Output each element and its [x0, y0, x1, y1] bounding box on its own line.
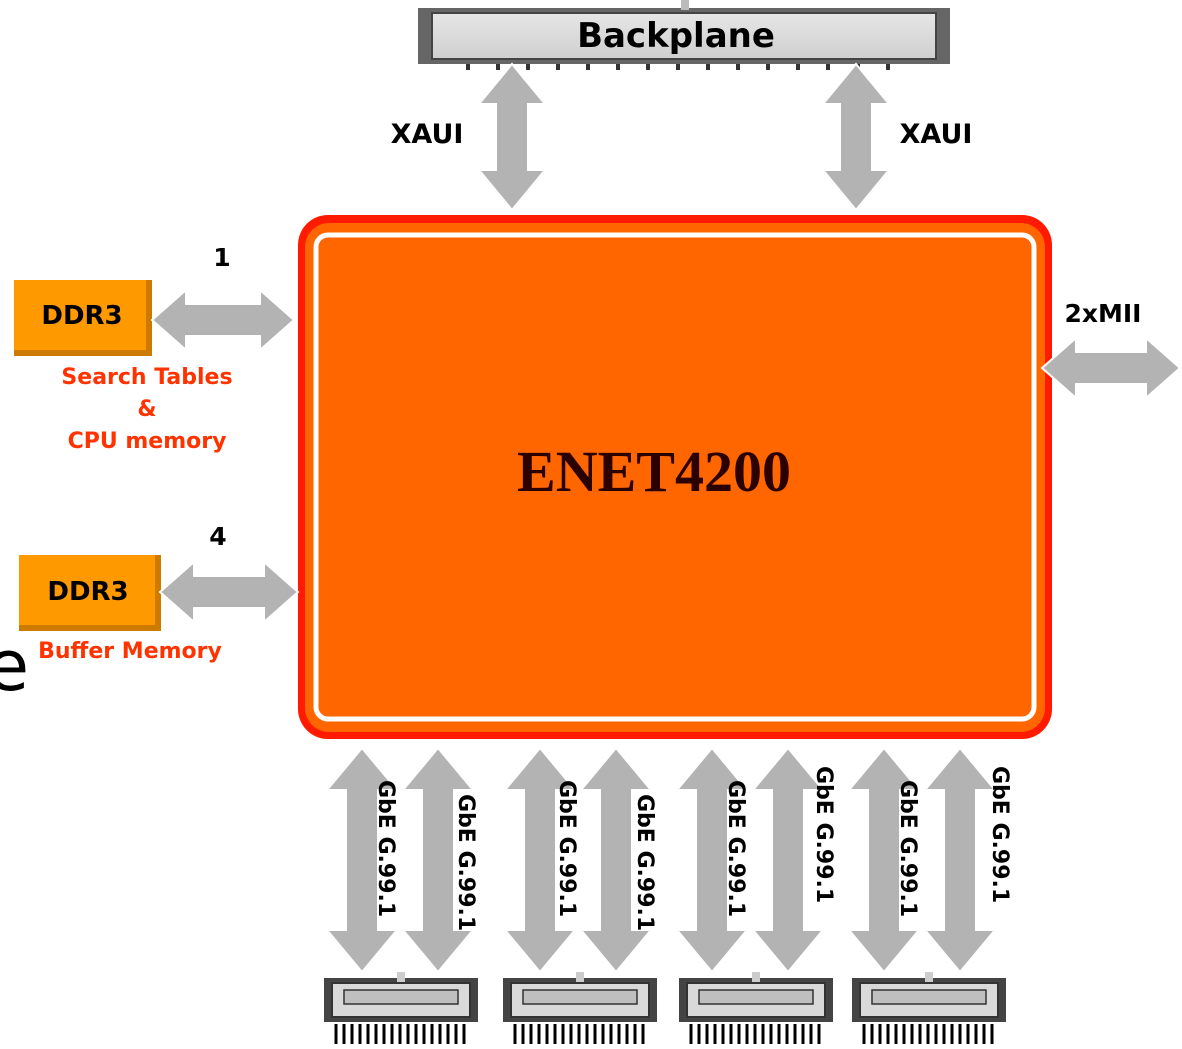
xaui-left-arrow: [476, 62, 548, 212]
gbe-arrow-4: [578, 746, 654, 974]
enet4200-chip: ENET4200: [298, 215, 1052, 739]
mii-label: 2xMII: [1064, 299, 1141, 328]
ddr3-buffer-label: DDR3: [47, 577, 128, 607]
gbe-label-7: GbE G.99.1: [895, 780, 920, 917]
gbe-connectors: [324, 972, 1006, 1044]
xaui-right-label: XAUI: [900, 119, 973, 150]
gbe-arrow-3: [502, 746, 578, 974]
gbe-arrow-2: [400, 746, 476, 974]
ddr3-search-label: DDR3: [41, 301, 122, 331]
connector-4: [852, 972, 1006, 1044]
gbe-label-6: GbE G.99.1: [811, 766, 836, 903]
gbe-label-3: GbE G.99.1: [554, 780, 579, 917]
backplane-label: Backplane: [577, 16, 775, 56]
backplane: Backplane: [418, 0, 950, 70]
gbe-arrows: [324, 746, 998, 974]
search-caption-line3: CPU memory: [68, 429, 227, 454]
xaui-left-label: XAUI: [391, 119, 464, 150]
mii-arrow: [1040, 335, 1182, 401]
search-caption-line2: &: [137, 397, 156, 422]
gbe-arrow-7: [846, 746, 922, 974]
gbe-arrow-5: [674, 746, 750, 974]
ddr3-buffer-count: 4: [209, 522, 226, 551]
ddr3-buffer-arrow: [158, 559, 300, 625]
connector-3: [679, 972, 833, 1044]
gbe-arrow-6: [750, 746, 826, 974]
connector-2: [503, 972, 657, 1044]
connector-1: [324, 972, 478, 1044]
gbe-arrow-1: [324, 746, 400, 974]
ddr3-search-arrow: [150, 287, 296, 353]
gbe-label-8: GbE G.99.1: [987, 766, 1012, 903]
buffer-caption: Buffer Memory: [38, 639, 222, 664]
ddr3-search-count: 1: [213, 243, 230, 272]
gbe-label-1: GbE G.99.1: [373, 780, 398, 917]
search-caption-line1: Search Tables: [61, 365, 232, 390]
ddr3-buffer-memory: DDR3: [19, 555, 161, 631]
gbe-label-2: GbE G.99.1: [453, 794, 478, 931]
cropped-glyph: e: [0, 625, 29, 707]
gbe-arrow-8: [922, 746, 998, 974]
gbe-label-5: GbE G.99.1: [723, 780, 748, 917]
gbe-labels: GbE G.99.1 GbE G.99.1 GbE G.99.1 GbE G.9…: [373, 766, 1012, 931]
xaui-right-arrow: [820, 62, 892, 212]
ddr3-search-memory: DDR3: [14, 280, 152, 356]
gbe-label-4: GbE G.99.1: [632, 794, 657, 931]
chip-label: ENET4200: [517, 439, 791, 504]
